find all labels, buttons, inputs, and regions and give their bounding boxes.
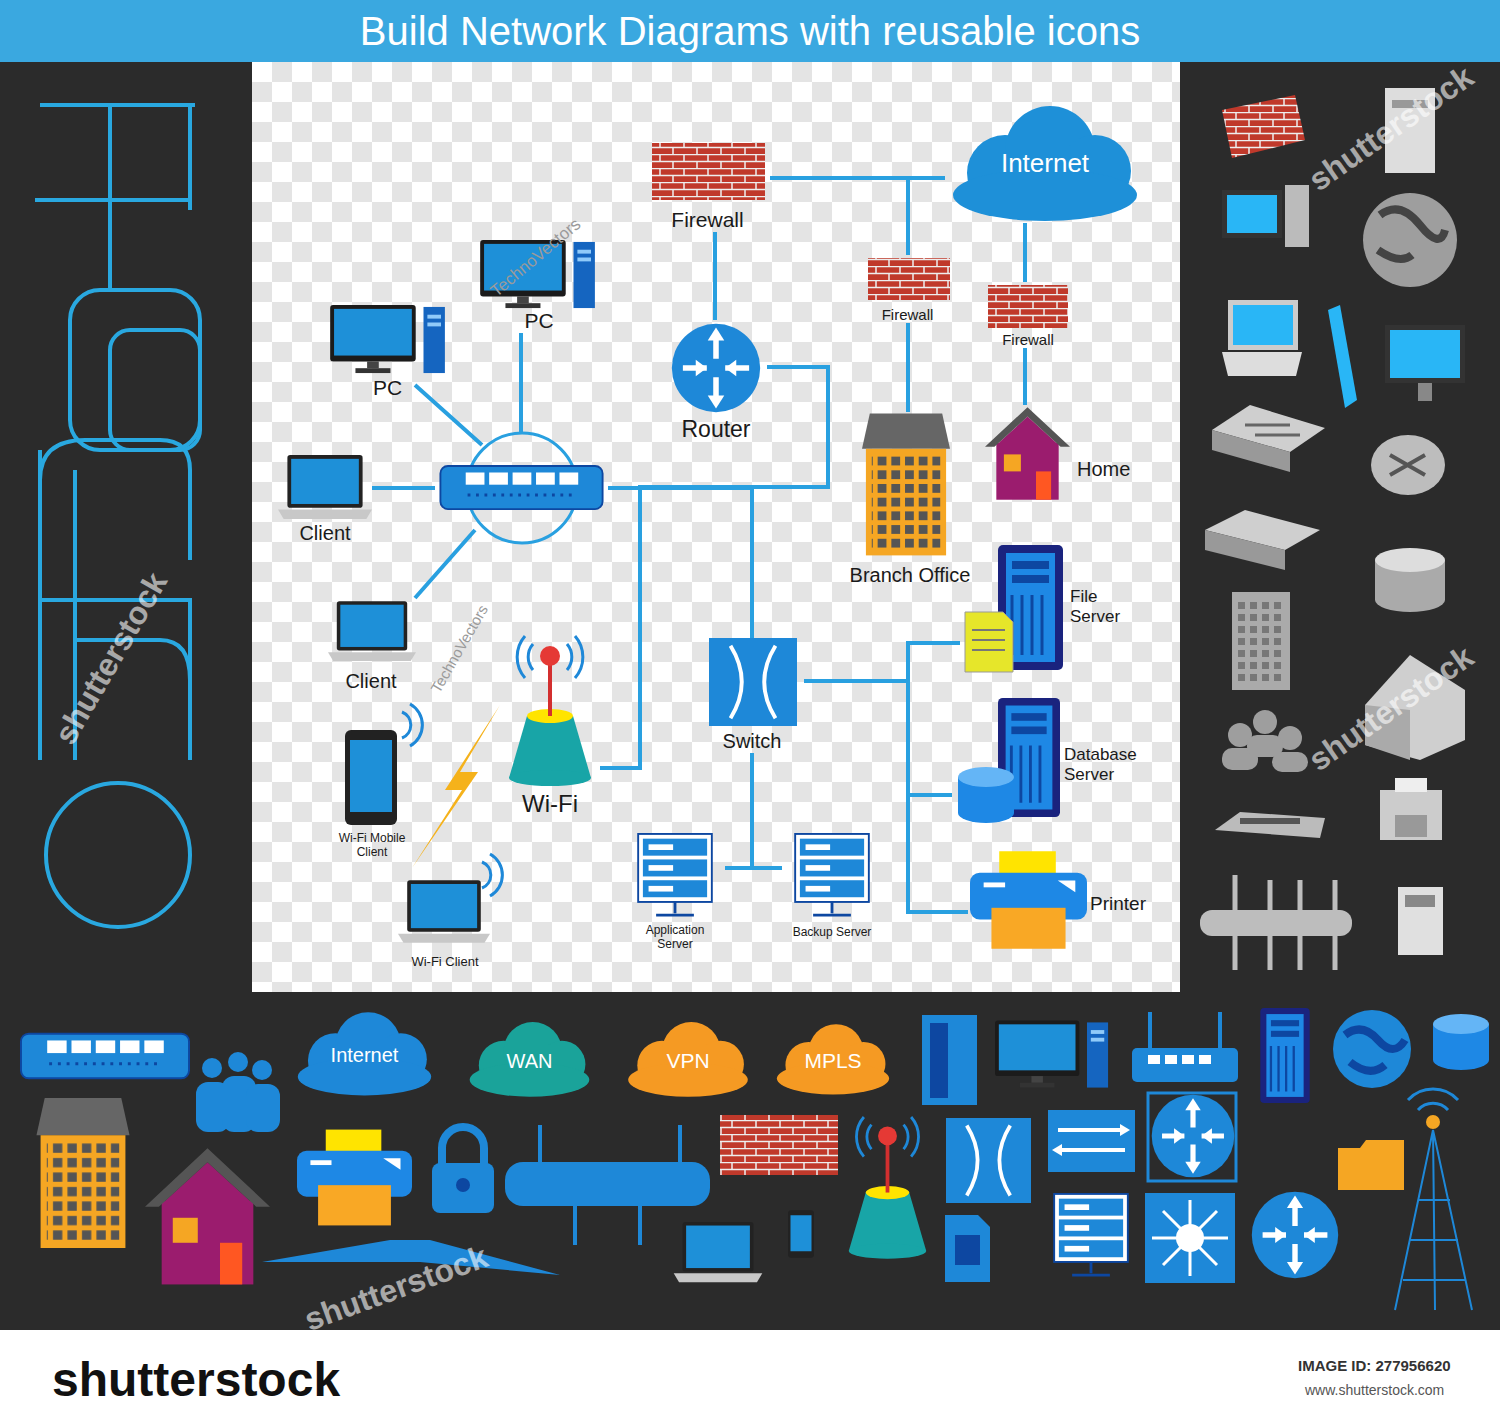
network-link — [804, 681, 952, 795]
node-label: Firewall — [1002, 331, 1054, 348]
network-node: Client — [272, 452, 378, 545]
logo-text: shutterstock — [52, 1352, 340, 1407]
node-label: Application Server — [635, 924, 715, 952]
network-node: Firewall — [860, 255, 955, 323]
network-node: Switch — [700, 638, 804, 753]
node-label: File Server — [1070, 587, 1142, 626]
network-link — [1023, 348, 1027, 405]
network-node: Router — [665, 320, 767, 442]
node-label: PC — [373, 376, 402, 400]
node-label: Branch Office — [850, 564, 971, 587]
node-label: WAN — [507, 1050, 553, 1073]
node-label: Database Server — [1064, 745, 1156, 784]
network-node: Firewall — [982, 282, 1074, 348]
node-label: Router — [681, 416, 750, 442]
network-node: MPLS — [772, 1025, 894, 1097]
network-node: WAN — [458, 1025, 601, 1097]
network-node: Wi-Fi Mobile Client — [322, 728, 422, 860]
network-link — [713, 232, 717, 320]
network-node: Printer — [968, 848, 1163, 952]
node-label: VPN — [666, 1049, 709, 1073]
network-link — [752, 753, 782, 868]
network-node: Firewall — [645, 140, 770, 232]
network-node: Internet — [945, 105, 1145, 223]
network-link — [1023, 223, 1027, 282]
watermark-text: shutterstock — [1302, 58, 1480, 198]
watermark-text: shutterstock — [47, 566, 175, 751]
network-link — [725, 753, 752, 868]
title-text: Build Network Diagrams with reusable ico… — [360, 8, 1140, 54]
network-node: Database Server — [952, 695, 1162, 823]
node-label: Backup Server — [793, 926, 872, 940]
network-link — [600, 487, 752, 768]
network-node: PC — [325, 303, 450, 400]
network-node: Home — [985, 405, 1140, 502]
node-label: Internet — [1001, 149, 1089, 179]
network-node: VPN — [622, 1025, 754, 1097]
node-label: Wi-Fi Mobile Client — [327, 832, 417, 860]
image-id: IMAGE ID: 277956620 — [1298, 1357, 1451, 1374]
node-label: Client — [299, 522, 350, 545]
network-link — [906, 323, 910, 412]
node-label: Home — [1077, 458, 1130, 481]
node-label: Wi-Fi — [522, 790, 578, 818]
network-node: Backup Server — [782, 832, 882, 940]
node-label: Wi-Fi Client — [411, 955, 478, 970]
network-link — [908, 178, 945, 255]
network-node: File Server — [960, 543, 1148, 671]
network-node: Internet — [292, 1015, 437, 1095]
node-label: Firewall — [882, 306, 934, 323]
node-label: PC — [524, 309, 553, 333]
node-label: MPLS — [804, 1049, 861, 1073]
network-link — [804, 643, 960, 681]
network-node: Client — [322, 598, 420, 693]
node-label: Internet — [331, 1044, 399, 1067]
source-url: www.shutterstock.com — [1305, 1382, 1444, 1398]
network-node: Branch Office — [845, 412, 975, 587]
network-node: Wi-Fi Client — [395, 878, 495, 970]
network-node: Wi-Fi — [500, 630, 600, 818]
node-label: Client — [345, 670, 396, 693]
node-label: Printer — [1090, 893, 1146, 915]
network-link — [804, 681, 968, 912]
network-link — [752, 367, 828, 638]
node-label: Firewall — [671, 208, 743, 232]
node-label: Switch — [723, 730, 782, 753]
network-node: Application Server — [625, 832, 725, 952]
